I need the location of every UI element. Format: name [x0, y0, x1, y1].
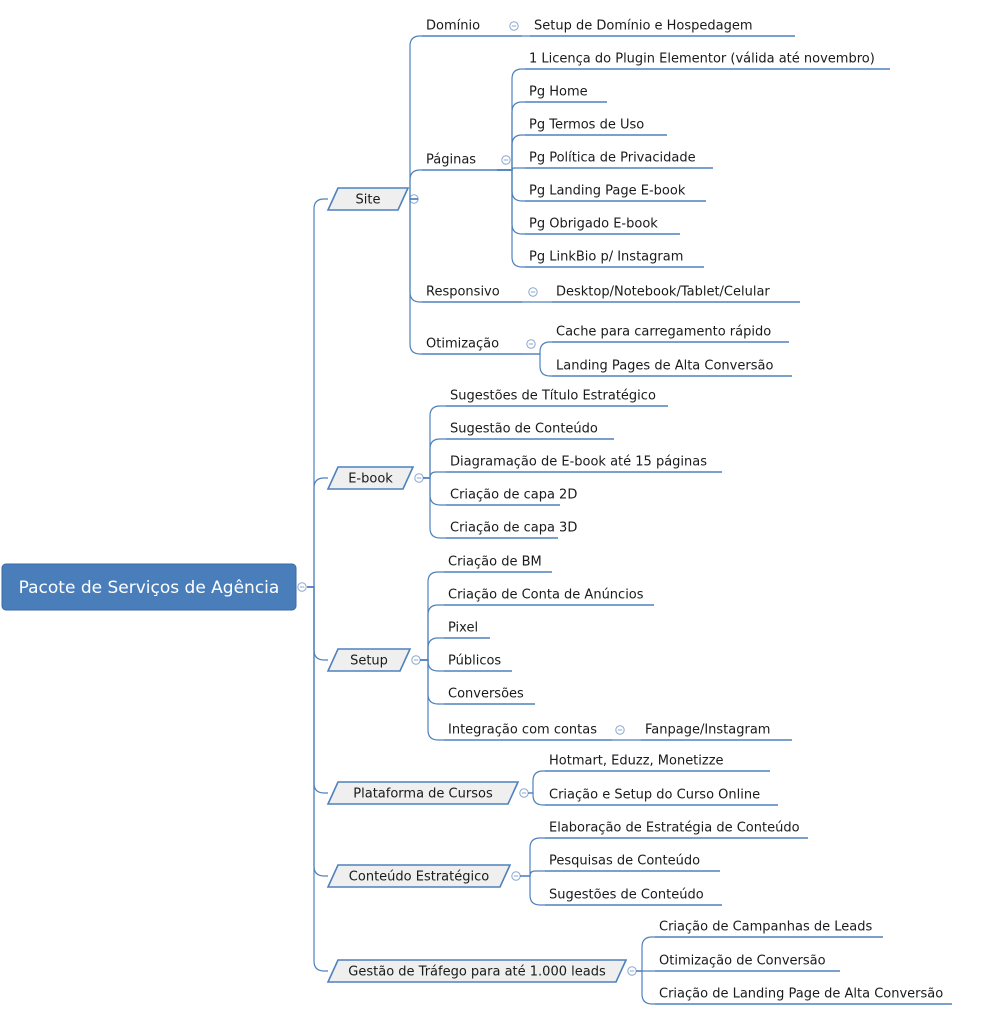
connector-line	[423, 477, 446, 506]
leaf-topic-label: Criação de Conta de Anúncios	[448, 588, 644, 603]
connector-line	[420, 659, 444, 672]
leaf-topic-label: Diagramação de E-book até 15 páginas	[450, 455, 707, 470]
connector-line	[307, 586, 328, 661]
connector-line	[522, 353, 552, 377]
connector-line	[520, 837, 545, 877]
leaf-topic-label: Integração com contas	[448, 723, 597, 738]
connector-line	[497, 169, 525, 235]
leaf-topic-label: Pg Home	[529, 85, 588, 100]
branch-collapse-icon[interactable]	[414, 473, 424, 483]
connector-line	[423, 438, 446, 479]
branch-topic-gestao-de-trafego-para-ate-1-000-leads[interactable]: Gestão de Tráfego para até 1.000 leads	[326, 959, 628, 983]
leaf-topic-label: Otimização	[426, 337, 499, 352]
leaf-topic-label: Domínio	[426, 19, 480, 34]
connector-line	[307, 586, 328, 794]
leaf-topic-label: Pesquisas de Conteúdo	[549, 854, 700, 869]
leaf-topic-label: Criação de capa 3D	[450, 521, 577, 536]
leaf-topic-label: Landing Pages de Alta Conversão	[556, 359, 773, 374]
branch-topic-label: Setup	[350, 654, 388, 669]
leaf-topic-label: Criação de Campanhas de Leads	[659, 920, 872, 935]
leaf-topic-label: Sugestões de Conteúdo	[549, 888, 704, 903]
leaf-topic-label: Públicos	[448, 654, 501, 669]
branch-topic-label: Conteúdo Estratégico	[349, 870, 489, 885]
connector-line	[497, 101, 525, 171]
branch-topic-site[interactable]: Site	[326, 187, 410, 211]
branch-topic-conteudo-estrategico[interactable]: Conteúdo Estratégico	[326, 864, 512, 888]
connector-line	[420, 659, 444, 741]
leaf-topic-label: Cache para carregamento rápido	[556, 325, 771, 340]
leaf-topic-label: Pg Landing Page E-book	[529, 184, 686, 199]
connector-line	[522, 341, 552, 355]
branch-topic-label: Gestão de Tráfego para até 1.000 leads	[348, 965, 606, 980]
branch-collapse-icon[interactable]	[627, 966, 637, 976]
connector-line	[423, 405, 446, 479]
sub-topic-collapse-icon[interactable]	[615, 725, 625, 735]
leaf-topic-label: Conversões	[448, 687, 524, 702]
leaf-topic-label: Pg LinkBio p/ Instagram	[529, 250, 683, 265]
sub-topic-collapse-icon[interactable]	[526, 339, 536, 349]
root-topic-label: Pacote de Serviços de Agência	[19, 578, 280, 598]
leaf-topic-label: Pg Política de Privacidade	[529, 151, 696, 166]
leaf-topic-label: Responsivo	[426, 285, 500, 300]
connector-line	[497, 169, 525, 268]
leaf-topic-label: Otimização de Conversão	[659, 954, 826, 969]
root-collapse-icon[interactable]	[297, 582, 307, 592]
leaf-topic-label: Pixel	[448, 621, 478, 636]
connector-line	[528, 792, 545, 806]
connector-line	[409, 169, 422, 200]
sub-topic-collapse-icon[interactable]	[501, 155, 511, 165]
branch-topic-e-book[interactable]: E-book	[326, 466, 415, 490]
connector-line	[409, 198, 422, 355]
leaf-topic-label: Sugestões de Título Estratégico	[450, 389, 656, 404]
connector-line	[420, 659, 444, 705]
connector-line	[420, 637, 444, 661]
branch-topic-plataforma-de-cursos[interactable]: Plataforma de Cursos	[326, 781, 520, 805]
leaf-topic-label: Sugestão de Conteúdo	[450, 422, 598, 437]
leaf-topic-label: Criação de Landing Page de Alta Conversã…	[659, 987, 943, 1002]
root-topic[interactable]: Pacote de Serviços de Agência	[1, 563, 297, 611]
branch-topic-label: Site	[356, 193, 381, 208]
leaf-topic-label: Criação de BM	[448, 555, 542, 570]
branch-collapse-icon[interactable]	[519, 788, 529, 798]
leaf-topic-label: Hotmart, Eduzz, Monetizze	[549, 754, 724, 769]
leaf-topic-label: Páginas	[426, 153, 476, 168]
connector-line	[636, 936, 655, 972]
leaf-topic-label: 1 Licença do Plugin Elementor (válida at…	[529, 52, 875, 67]
sub-topic-collapse-icon[interactable]	[509, 21, 519, 31]
leaf-topic-label: Fanpage/Instagram	[645, 723, 770, 738]
branch-topic-label: Plataforma de Cursos	[353, 787, 493, 802]
leaf-topic-label: Pg Termos de Uso	[529, 118, 644, 133]
connector-line	[497, 169, 525, 202]
branch-topic-label: E-book	[348, 472, 393, 487]
connector-line	[636, 970, 655, 1005]
branch-collapse-icon[interactable]	[411, 655, 421, 665]
leaf-topic-label: Pg Obrigado E-book	[529, 217, 658, 232]
connector-line	[307, 477, 328, 588]
connector-line	[520, 870, 545, 877]
leaf-topic-label: Elaboração de Estratégia de Conteúdo	[549, 821, 800, 836]
connector-line	[528, 770, 545, 794]
sub-topic-collapse-icon[interactable]	[528, 287, 538, 297]
leaf-topic-label: Setup de Domínio e Hospedagem	[534, 19, 753, 34]
branch-collapse-icon[interactable]	[511, 871, 521, 881]
connector-line	[497, 68, 525, 171]
leaf-topic-label: Criação de capa 2D	[450, 488, 577, 503]
leaf-topic-label: Criação e Setup do Curso Online	[549, 788, 760, 803]
connector-line	[420, 571, 444, 661]
connector-line	[520, 875, 545, 906]
connector-line	[423, 471, 446, 479]
connector-line	[307, 586, 328, 972]
connector-line	[307, 586, 328, 877]
leaf-topic-label: Desktop/Notebook/Tablet/Celular	[556, 285, 770, 300]
connector-line	[420, 604, 444, 661]
connector-line	[409, 35, 422, 200]
connector-line	[423, 477, 446, 539]
branch-topic-setup[interactable]: Setup	[326, 648, 412, 672]
connector-line	[497, 134, 525, 171]
connector-line	[307, 198, 328, 588]
connector-line	[409, 198, 422, 303]
